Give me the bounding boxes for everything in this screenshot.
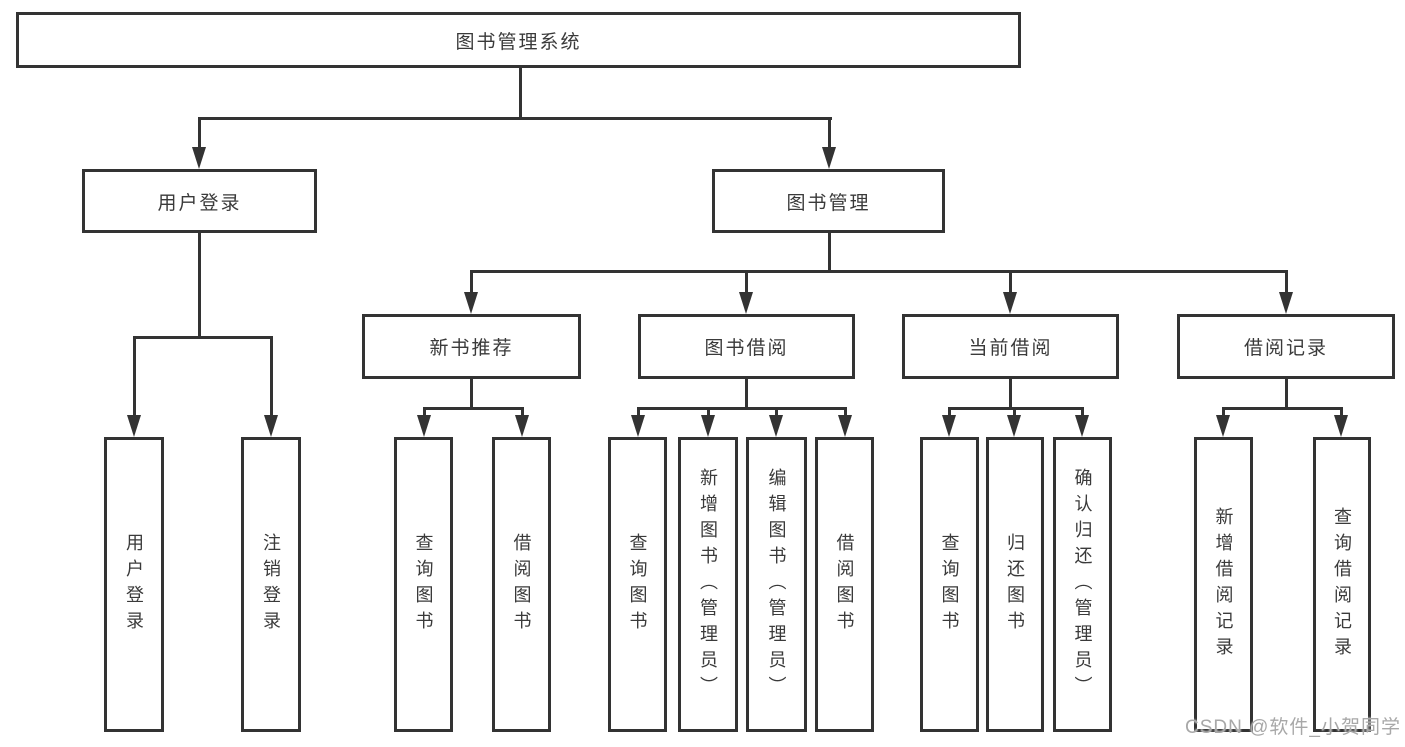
arrowhead-down-icon (515, 415, 529, 437)
leaf-return-books: 归还图书 (986, 437, 1044, 732)
leaf-confirm-return-admin: 确认归还（管理员） (1053, 437, 1112, 732)
connector-stem (1009, 270, 1012, 294)
connector-stem (1340, 407, 1343, 416)
node-book-management-label: 图书管理 (786, 192, 871, 214)
connector-stem (423, 407, 426, 416)
connector-stem (1081, 407, 1084, 416)
connector-stem (828, 117, 831, 148)
leaf-edit-books-admin: 编辑图书（管理员） (746, 437, 807, 732)
connector-currentborrow-hbar (948, 407, 1084, 410)
leaf-borrow-query-books-label: 查询图书 (627, 532, 648, 637)
leaf-add-books-admin: 新增图书（管理员） (678, 437, 738, 732)
node-root-library-system: 图书管理系统 (16, 12, 1021, 68)
connector-stem (470, 270, 473, 294)
node-user-login-label: 用户登录 (157, 192, 242, 214)
connector-stem (521, 407, 524, 416)
node-current-borrow: 当前借阅 (902, 314, 1119, 379)
leaf-query-borrow-record-label: 查询借阅记录 (1332, 506, 1352, 663)
connector-bookmgmt-hbar (470, 270, 1288, 273)
connector-stem (133, 336, 136, 416)
arrowhead-down-icon (701, 415, 715, 437)
node-borrow-records: 借阅记录 (1177, 314, 1395, 379)
leaf-current-query-books: 查询图书 (920, 437, 979, 732)
connector-records-drop (1285, 379, 1288, 410)
arrowhead-down-icon (1216, 415, 1230, 437)
connector-newbook-hbar (423, 407, 524, 410)
node-book-borrow: 图书借阅 (638, 314, 855, 379)
leaf-user-login-label: 用户登录 (124, 532, 144, 637)
arrowhead-down-icon (464, 292, 478, 314)
leaf-borrow-books-label: 借阅图书 (834, 532, 855, 637)
leaf-borrow-query-books: 查询图书 (608, 437, 667, 732)
arrowhead-down-icon (127, 415, 141, 437)
leaf-newbook-borrow-books-label: 借阅图书 (511, 532, 532, 637)
connector-stem (270, 336, 273, 416)
node-book-management: 图书管理 (712, 169, 945, 233)
arrowhead-down-icon (1003, 292, 1017, 314)
arrowhead-down-icon (838, 415, 852, 437)
arrowhead-down-icon (769, 415, 783, 437)
leaf-add-books-admin-label: 新增图书（管理员） (698, 467, 718, 702)
arrowhead-down-icon (822, 147, 836, 169)
leaf-confirm-return-admin-label: 确认归还（管理员） (1072, 467, 1093, 702)
connector-userlogin-drop (198, 233, 201, 339)
node-root-label: 图书管理系统 (455, 31, 582, 53)
leaf-return-books-label: 归还图书 (1005, 532, 1025, 637)
connector-stem (1013, 407, 1016, 416)
connector-bookborrow-drop (745, 379, 748, 410)
arrowhead-down-icon (1334, 415, 1348, 437)
arrowhead-down-icon (264, 415, 278, 437)
leaf-newbook-query-books: 查询图书 (394, 437, 453, 732)
connector-stem (844, 407, 847, 416)
connector-currentborrow-drop (1009, 379, 1012, 410)
connector-stem (948, 407, 951, 416)
connector-stem (637, 407, 640, 416)
leaf-newbook-borrow-books: 借阅图书 (492, 437, 551, 732)
leaf-newbook-query-books-label: 查询图书 (413, 532, 434, 637)
connector-records-hbar (1222, 407, 1342, 410)
node-new-book-recommend-label: 新书推荐 (429, 338, 514, 359)
leaf-add-borrow-record: 新增借阅记录 (1194, 437, 1253, 732)
connector-bookborrow-hbar (637, 407, 847, 410)
arrowhead-down-icon (417, 415, 431, 437)
leaf-logout-login-label: 注销登录 (261, 532, 281, 637)
node-new-book-recommend: 新书推荐 (362, 314, 581, 379)
leaf-add-borrow-record-label: 新增借阅记录 (1213, 506, 1234, 663)
arrowhead-down-icon (1075, 415, 1089, 437)
connector-userlogin-hbar (133, 336, 273, 339)
connector-stem (1285, 270, 1288, 294)
leaf-edit-books-admin-label: 编辑图书（管理员） (766, 467, 787, 702)
connector-stem (745, 270, 748, 294)
node-borrow-records-label: 借阅记录 (1243, 338, 1328, 359)
leaf-user-login: 用户登录 (104, 437, 164, 732)
connector-stem (1222, 407, 1225, 416)
csdn-watermark: CSDN @软件_小贺同学 (1185, 717, 1401, 738)
connector-newbook-drop (470, 379, 473, 410)
arrowhead-down-icon (631, 415, 645, 437)
node-current-borrow-label: 当前借阅 (968, 338, 1053, 359)
connector-stem (775, 407, 778, 416)
leaf-query-borrow-record: 查询借阅记录 (1313, 437, 1371, 732)
arrowhead-down-icon (739, 292, 753, 314)
arrowhead-down-icon (192, 147, 206, 169)
leaf-borrow-books: 借阅图书 (815, 437, 874, 732)
arrowhead-down-icon (1279, 292, 1293, 314)
connector-stem (198, 117, 201, 148)
node-book-borrow-label: 图书借阅 (704, 338, 789, 359)
connector-root-drop (519, 67, 522, 120)
connector-root-hbar (198, 117, 832, 120)
leaf-logout-login: 注销登录 (241, 437, 301, 732)
node-user-login: 用户登录 (82, 169, 317, 233)
arrowhead-down-icon (1007, 415, 1021, 437)
connector-bookmgmt-drop (828, 233, 831, 273)
connector-stem (707, 407, 710, 416)
arrowhead-down-icon (942, 415, 956, 437)
leaf-current-query-books-label: 查询图书 (939, 532, 960, 637)
